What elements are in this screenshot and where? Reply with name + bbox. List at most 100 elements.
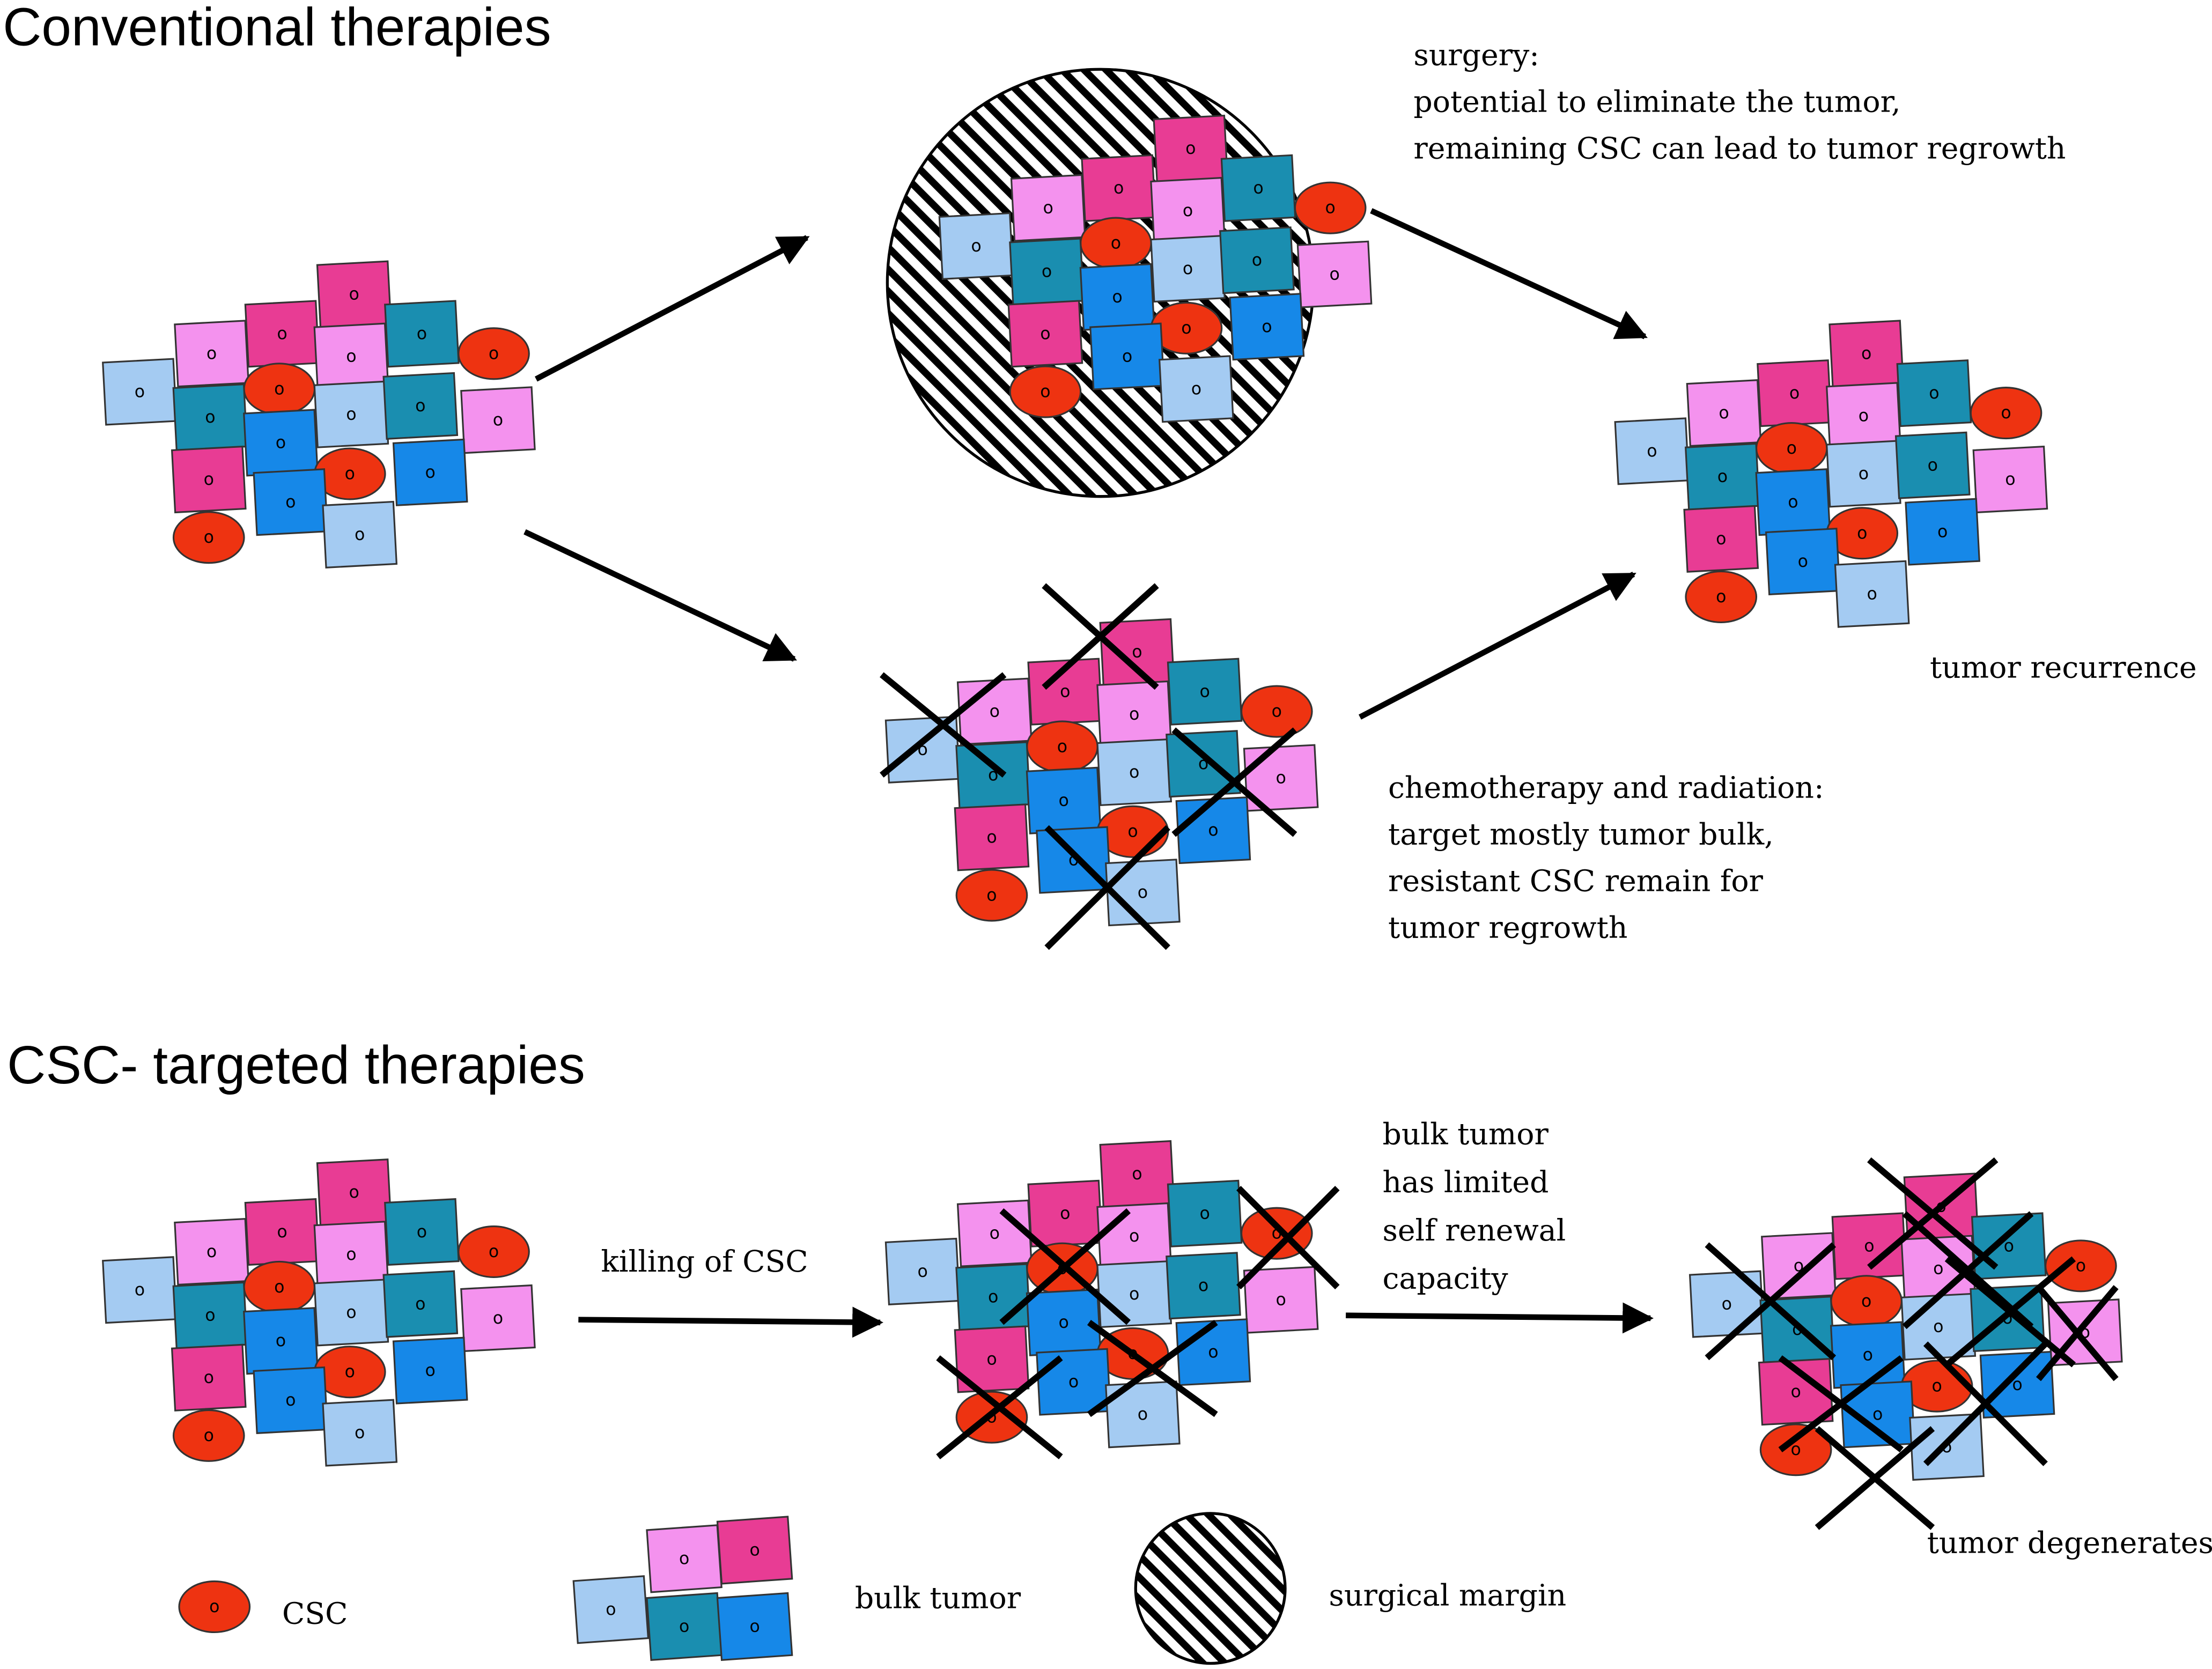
csc-cell: o	[243, 363, 316, 416]
csc-cell: o	[1009, 365, 1082, 418]
nucleus-label: o	[1039, 324, 1051, 344]
bulk-cell: o	[955, 741, 1031, 809]
nucleus-label: o	[2004, 470, 2016, 490]
csc-cell: o	[955, 869, 1028, 922]
nucleus-label: o	[1129, 1284, 1140, 1304]
csc-cell: o	[1080, 217, 1152, 270]
nucleus-label: o	[206, 1242, 217, 1261]
nucleus-label: o	[276, 324, 287, 344]
nucleus-label: o	[1927, 455, 1938, 475]
nucleus-label: o	[1129, 704, 1140, 724]
nucleus-label: o	[354, 525, 365, 544]
nucleus-label: o	[416, 1222, 427, 1242]
bulk-cell: o	[1089, 322, 1165, 390]
bulk-cell: o	[1096, 738, 1172, 807]
annotation-line: has limited	[1382, 1165, 1549, 1200]
nucleus-label: o	[1867, 584, 1878, 604]
nucleus-label: o	[354, 1423, 365, 1443]
csc-killed-cell-marks	[936, 1186, 1340, 1460]
nucleus-label: o	[345, 1245, 357, 1265]
nucleus-label: o	[1857, 523, 1867, 543]
bulk-cell: o	[313, 1221, 389, 1289]
arrow-to-surgery	[535, 235, 810, 382]
bulk-cell: o	[1683, 505, 1759, 573]
bulk-cell: o	[382, 1270, 459, 1338]
cross-mark	[1087, 1320, 1218, 1417]
nucleus-label: o	[1790, 1440, 1801, 1459]
cross-mark	[936, 1355, 1063, 1460]
nucleus-label: o	[415, 1294, 426, 1314]
bulk-cell: o	[1026, 766, 1102, 834]
cross-mark	[1778, 1355, 1904, 1452]
bulk-cell: o	[1158, 355, 1234, 423]
bulk-cell: o	[956, 677, 1033, 745]
nucleus-label: o	[274, 1277, 284, 1297]
csc-cell: o	[1240, 685, 1313, 738]
nucleus-label: o	[1111, 287, 1123, 307]
nucleus-label: o	[989, 701, 1000, 721]
annotation-line: tumor recurrence	[1930, 651, 2197, 685]
annotation-line: surgery:	[1413, 38, 1539, 72]
bulk-cell: o	[253, 468, 329, 536]
nucleus-label: o	[1937, 522, 1948, 542]
csc-cell: o	[172, 511, 245, 564]
degenerated-cell-marks	[1705, 1157, 2119, 1530]
bulk-cell: o	[1099, 1140, 1175, 1208]
bulk-cell: o	[1971, 1212, 2047, 1280]
nucleus-label: o	[1131, 642, 1142, 662]
bulk-cell: o	[1759, 1295, 1835, 1364]
bulk-cell: o	[1096, 1202, 1172, 1271]
nucleus-label: o	[276, 1222, 287, 1242]
bulk-cell: o	[313, 380, 389, 448]
nucleus-label: o	[416, 324, 427, 344]
nucleus-label: o	[275, 433, 286, 453]
nucleus-label: o	[1329, 264, 1340, 284]
nucleus-label: o	[1787, 439, 1797, 458]
bulk-cell: o	[1166, 730, 1241, 798]
annotation-line: remaining CSC can lead to tumor regrowth	[1413, 131, 2066, 166]
bulk-cell: o	[243, 409, 319, 477]
nucleus-label: o	[345, 1303, 357, 1323]
nucleus-label: o	[1789, 383, 1800, 403]
arrow-chemo-to-recurrence	[1358, 572, 1636, 720]
nucleus-label: o	[489, 1242, 499, 1261]
bulk-cell: o	[646, 1524, 722, 1593]
cross-mark	[1944, 1256, 2076, 1368]
bulk-cell: o	[955, 1263, 1031, 1331]
csc-cell: o	[1759, 1423, 1832, 1476]
nucleus-label: o	[986, 1349, 997, 1369]
cross-mark	[1867, 1157, 1999, 1270]
bulk-cell: o	[1027, 1179, 1103, 1247]
cross-mark	[1815, 1426, 1935, 1530]
bulk-cell: o	[1166, 1252, 1241, 1320]
nucleus-label: o	[1182, 201, 1193, 220]
arrow-to-chemo	[523, 529, 797, 662]
csc-cell: o	[2045, 1239, 2117, 1293]
bulk-cell: o	[938, 212, 1014, 280]
bulk-cell: o	[1840, 1380, 1916, 1449]
bulk-cell: o	[102, 1256, 178, 1324]
bulk-cell: o	[102, 358, 178, 426]
nucleus-label: o	[1181, 319, 1191, 338]
bulk-cell: o	[1167, 1179, 1243, 1247]
nucleus-label: o	[425, 462, 436, 482]
bulk-cell: o	[1243, 1266, 1319, 1334]
nucleus-label: o	[345, 404, 357, 424]
csc-cell: o	[172, 1409, 245, 1462]
nucleus-label: o	[274, 379, 284, 398]
bulk-cell: o	[1972, 445, 2048, 514]
bulk-cell: o	[460, 386, 536, 454]
cross-mark	[1923, 1341, 2048, 1466]
annotation-line: potential to eliminate the tumor,	[1413, 85, 1900, 119]
nucleus-label: o	[1129, 1226, 1140, 1246]
nucleus-label: o	[1191, 379, 1202, 399]
nucleus-label: o	[275, 1331, 286, 1351]
bulk-cell: o	[1826, 440, 1901, 508]
bulk-cell: o	[1830, 1321, 1906, 1389]
bulk-cell: o	[172, 1281, 248, 1349]
bulk-cell: o	[646, 1592, 722, 1661]
arrow-surgery-to-recurrence	[1370, 208, 1648, 339]
bulk-cell: o	[716, 1592, 793, 1661]
csc-cell: o	[458, 327, 530, 380]
nucleus-label: o	[605, 1600, 617, 1620]
